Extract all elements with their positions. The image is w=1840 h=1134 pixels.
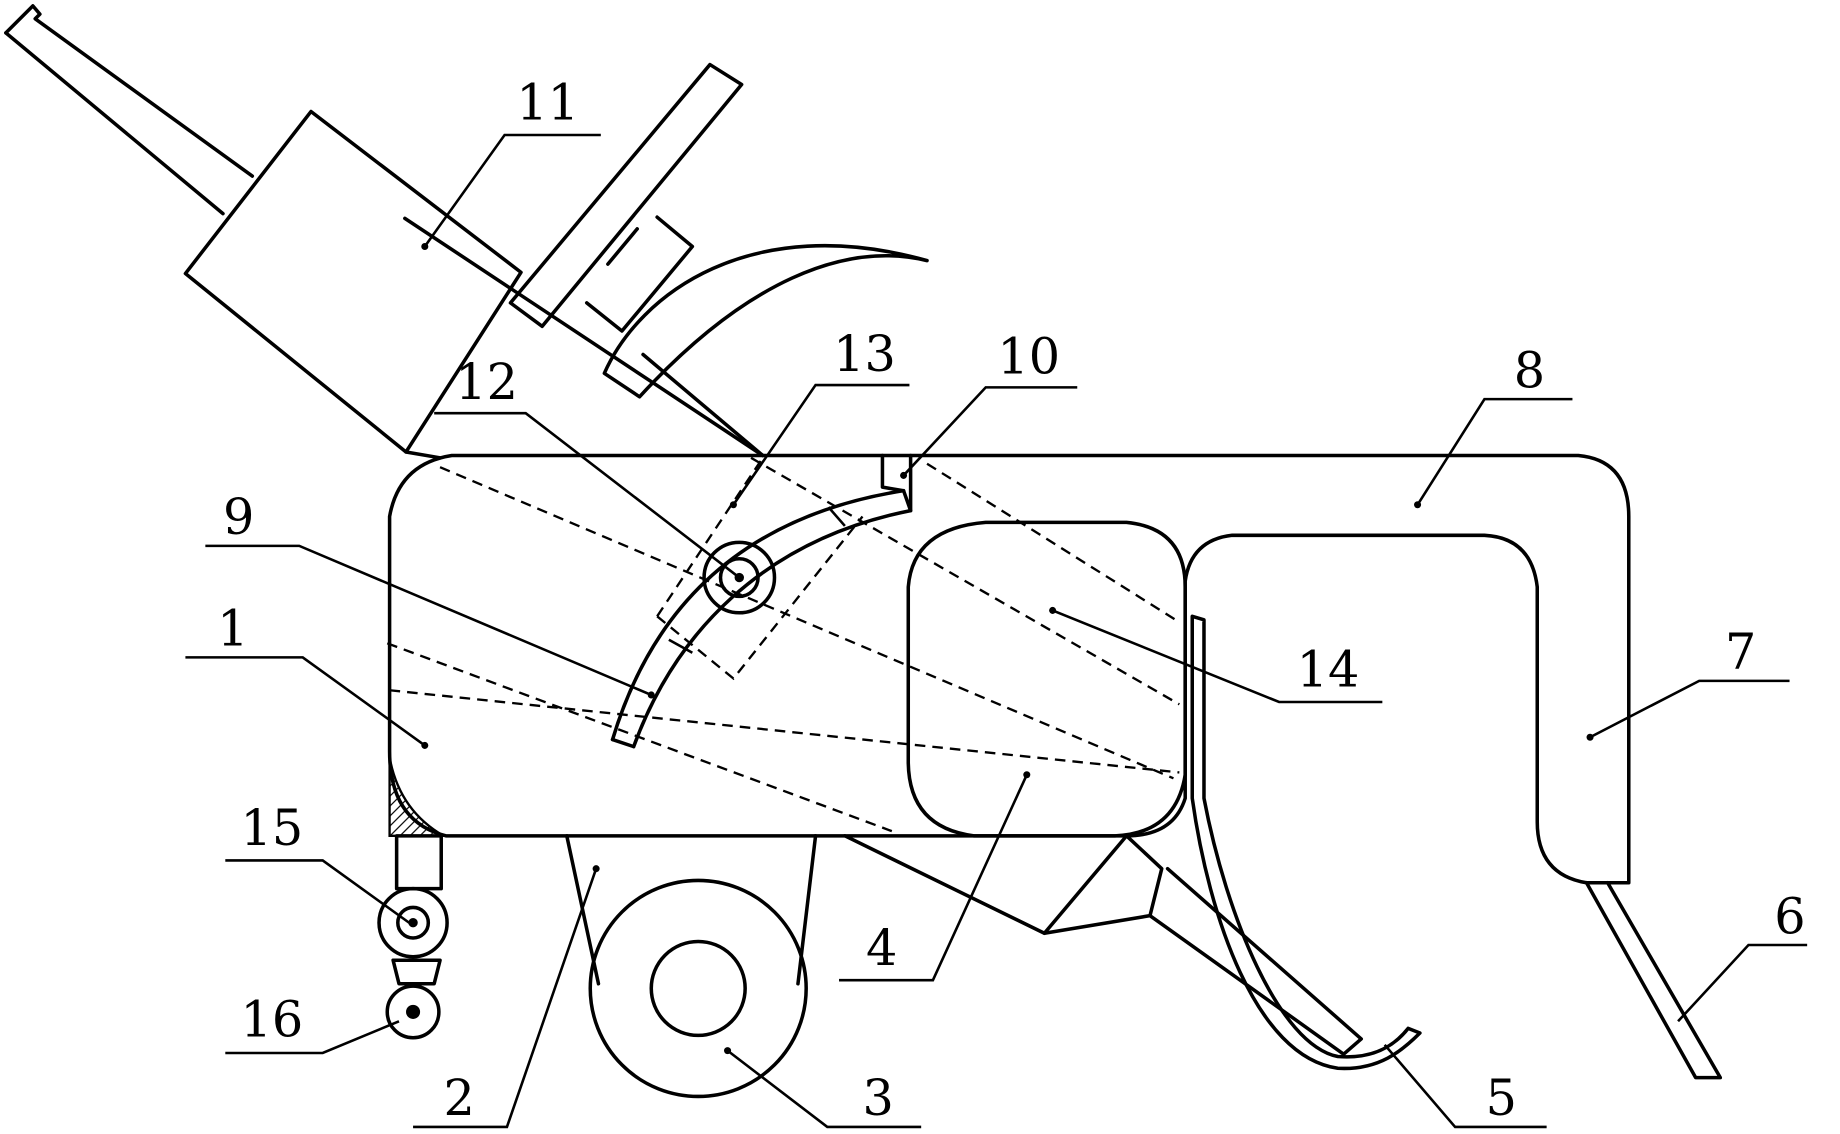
box-14 bbox=[906, 520, 1187, 838]
arc-slot bbox=[610, 488, 913, 749]
leg-assembly bbox=[1584, 881, 1723, 1080]
hatched-block bbox=[388, 756, 448, 838]
label-9: 9 bbox=[223, 488, 254, 546]
label-13: 13 bbox=[833, 325, 896, 383]
arm-upper-line bbox=[403, 216, 765, 458]
label-4: 4 bbox=[866, 919, 897, 977]
roller-16 bbox=[385, 984, 441, 1040]
arm-lower-line bbox=[404, 450, 442, 460]
label-1: 1 bbox=[217, 600, 248, 658]
clamp-plate bbox=[508, 62, 744, 329]
gear-outer bbox=[702, 540, 777, 615]
label-7: 7 bbox=[1725, 623, 1756, 681]
label-14: 14 bbox=[1297, 641, 1360, 699]
gear-15-inner bbox=[396, 905, 431, 940]
wheel-hub bbox=[649, 939, 747, 1038]
arm-tube-lower bbox=[4, 31, 225, 216]
leader-lines bbox=[185, 133, 1808, 1129]
arc-slot-inner bbox=[631, 508, 913, 749]
label-16: 16 bbox=[241, 991, 304, 1049]
curved-tine bbox=[602, 244, 929, 399]
arc-slot-outer bbox=[610, 488, 906, 742]
pivot-bracket bbox=[880, 453, 913, 513]
arm-tube bbox=[4, 4, 255, 178]
bracket-block bbox=[394, 834, 443, 891]
hopper-assembly bbox=[843, 614, 1422, 1071]
arm-inner-line bbox=[641, 352, 765, 458]
label-3: 3 bbox=[863, 1069, 894, 1127]
arm-assembly bbox=[4, 4, 929, 460]
gear-15-outer bbox=[377, 886, 449, 959]
label-6: 6 bbox=[1774, 887, 1805, 945]
gear-inner bbox=[718, 557, 760, 599]
label-dots bbox=[421, 243, 1594, 1055]
wheel-outer bbox=[588, 878, 808, 1099]
label-12: 12 bbox=[455, 353, 518, 411]
label-8: 8 bbox=[1514, 341, 1545, 399]
main-frame bbox=[387, 453, 1631, 885]
label-2: 2 bbox=[444, 1069, 475, 1127]
connector-rod bbox=[584, 215, 695, 333]
hidden-lines bbox=[386, 456, 1180, 833]
frame-outline bbox=[387, 453, 1631, 885]
labels: 1 2 3 4 5 6 7 8 9 10 11 12 13 14 15 16 bbox=[217, 74, 1806, 1127]
sensor-assembly bbox=[377, 756, 449, 1040]
label-11: 11 bbox=[516, 74, 579, 132]
label-10: 10 bbox=[997, 327, 1060, 385]
leg bbox=[1584, 881, 1723, 1080]
spring-tine-outer bbox=[1190, 614, 1422, 1071]
label-5: 5 bbox=[1486, 1069, 1517, 1127]
connector-rod-2 bbox=[606, 227, 639, 266]
wheel-assembly bbox=[565, 834, 818, 1099]
label-15: 15 bbox=[241, 799, 304, 857]
